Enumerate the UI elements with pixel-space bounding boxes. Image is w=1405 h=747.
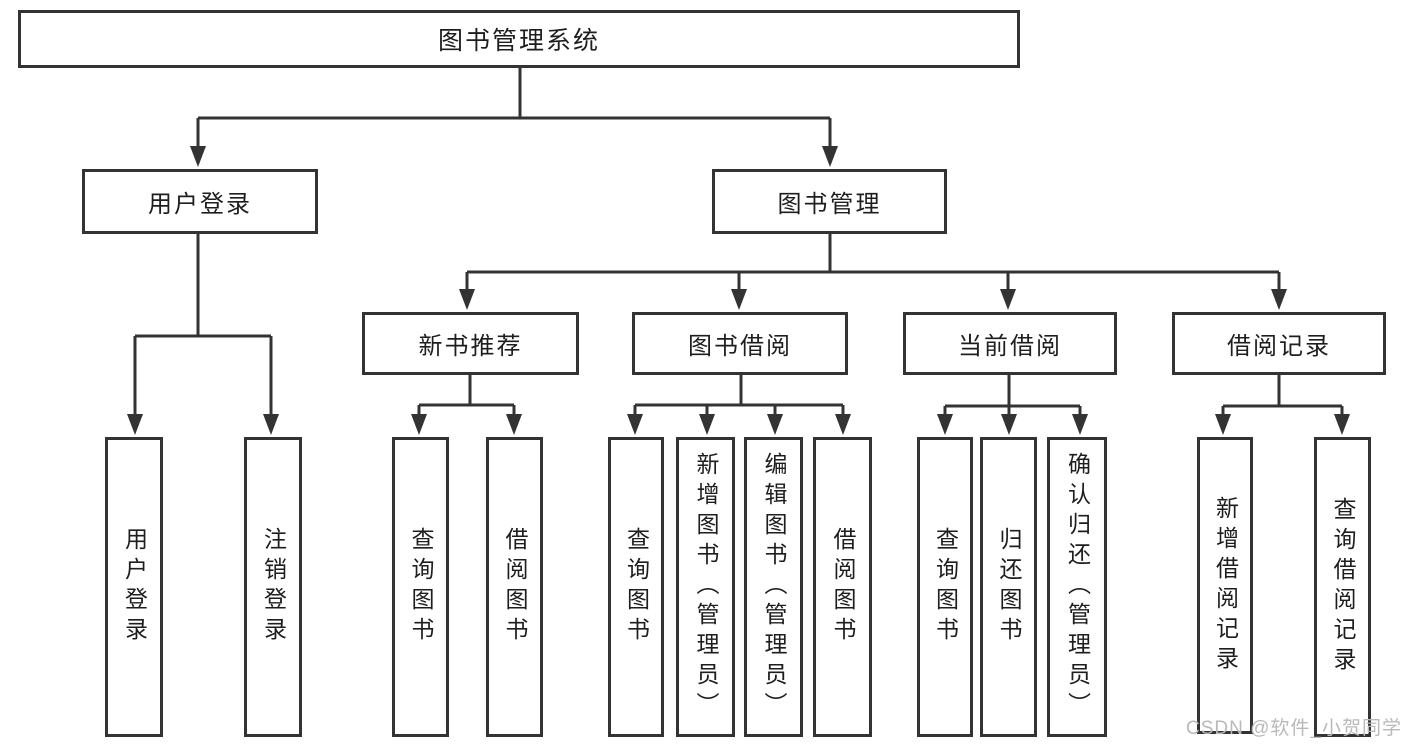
node-query-borrow-record: 查询借阅记录: [1314, 437, 1371, 737]
node-current-borrow: 当前借阅: [903, 312, 1117, 375]
node-label: 查询图书: [408, 527, 434, 647]
node-add-book-admin: 新增图书（管理员）: [676, 437, 735, 737]
node-label: 借阅图书: [830, 527, 856, 647]
csdn-watermark: CSDN @软件_小贺同学: [1186, 718, 1402, 739]
node-label: 用户登录: [121, 527, 148, 647]
node-label: 借阅图书: [502, 527, 528, 647]
node-book-management: 图书管理: [712, 169, 947, 234]
node-return-book: 归还图书: [980, 437, 1037, 737]
node-library-management-system: 图书管理系统: [18, 10, 1020, 68]
node-book-borrow: 图书借阅: [632, 312, 848, 375]
node-query-book-2: 查询图书: [608, 437, 664, 737]
node-label: 注销登录: [260, 527, 287, 647]
node-label: 确认归还（管理员）: [1064, 452, 1091, 722]
node-user-login-leaf: 用户登录: [105, 437, 163, 737]
node-label: 查询图书: [623, 527, 650, 647]
node-logout-leaf: 注销登录: [244, 437, 302, 737]
node-label: 查询图书: [932, 527, 959, 647]
node-label: 新增图书（管理员）: [693, 452, 719, 722]
node-label: 编辑图书（管理员）: [761, 452, 787, 722]
node-label: 归还图书: [996, 527, 1022, 647]
node-new-book-recommend: 新书推荐: [362, 312, 579, 375]
node-query-book-1: 查询图书: [392, 437, 449, 737]
node-borrow-book-2: 借阅图书: [813, 437, 872, 737]
node-add-borrow-record: 新增借阅记录: [1197, 437, 1253, 734]
node-confirm-return-admin: 确认归还（管理员）: [1047, 437, 1107, 737]
node-borrow-book-1: 借阅图书: [486, 437, 543, 737]
node-query-book-3: 查询图书: [917, 437, 973, 737]
node-edit-book-admin: 编辑图书（管理员）: [744, 437, 803, 737]
node-user-login: 用户登录: [82, 169, 318, 234]
node-borrow-record: 借阅记录: [1172, 312, 1386, 375]
node-label: 查询借阅记录: [1330, 497, 1356, 677]
node-label: 新增借阅记录: [1212, 495, 1239, 676]
